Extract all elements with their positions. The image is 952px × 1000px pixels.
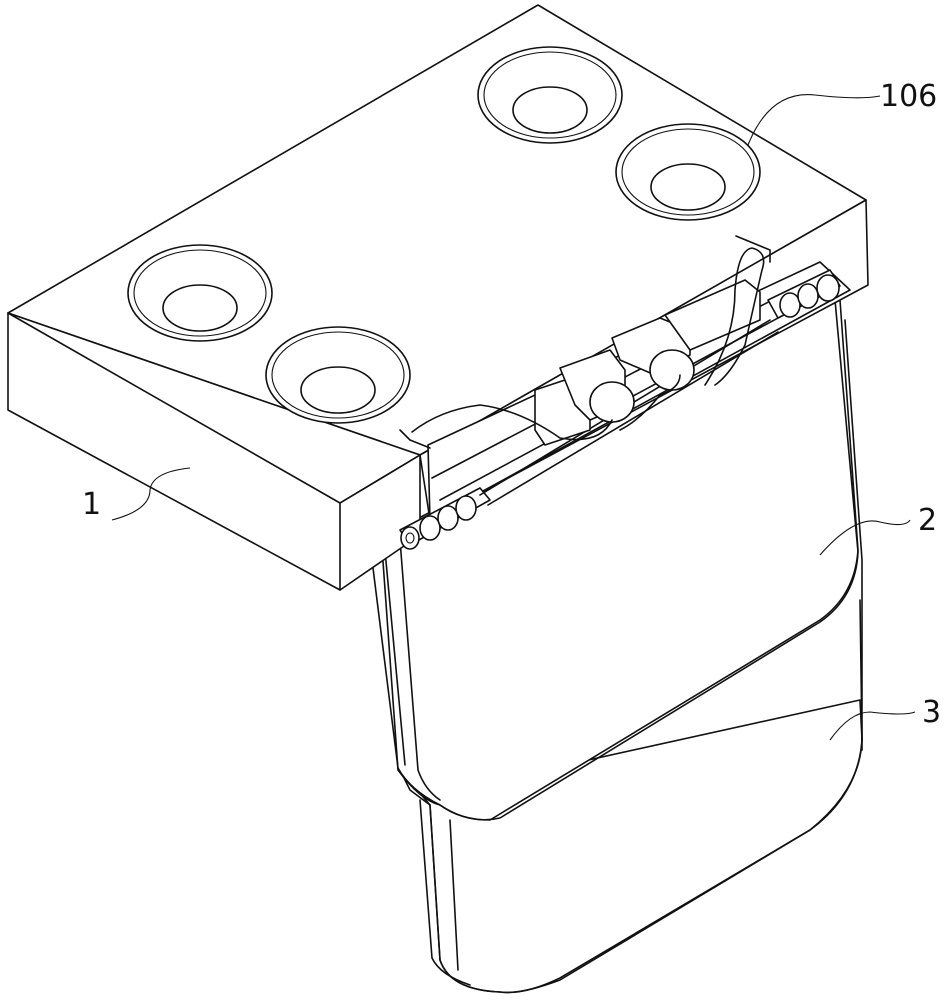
- label-part-3: 3: [922, 695, 941, 730]
- label-part-106: 106: [880, 79, 937, 114]
- cup-back-right: [616, 124, 760, 220]
- label-part-2: 2: [918, 503, 937, 538]
- cup-front-center: [266, 327, 410, 423]
- leader-106: [748, 95, 880, 145]
- label-part-1: 1: [82, 487, 101, 522]
- cup-back-left: [478, 47, 622, 143]
- cup-front-left: [128, 245, 272, 341]
